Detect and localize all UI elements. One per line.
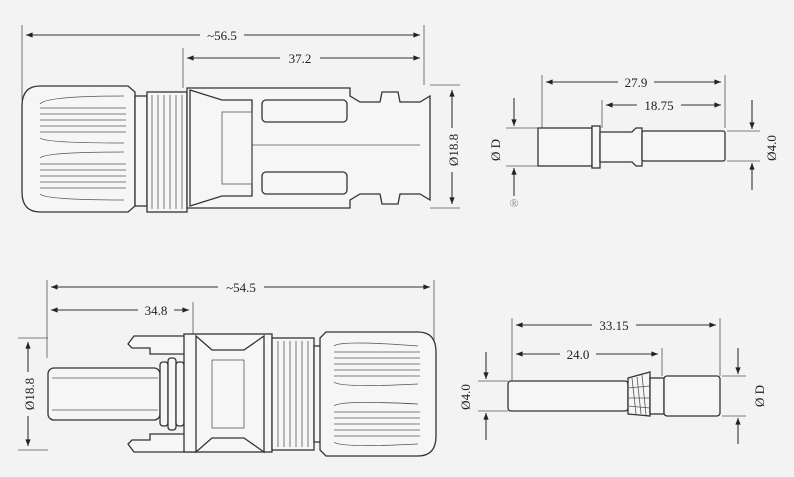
- top-pin-right-diameter: Ø4.0: [764, 135, 779, 161]
- bottom-pin: 33.15 24.0 Ø4.0 Ø D: [458, 317, 767, 444]
- top-body-dimension: 37.2: [187, 50, 421, 66]
- bottom-front-dimension: 34.8: [51, 302, 189, 318]
- bottom-pin-barrel: [663, 375, 721, 417]
- bottom-front-length: 34.8: [145, 303, 168, 318]
- bottom-latch-lower: [127, 433, 197, 453]
- bottom-thread: [271, 337, 315, 451]
- top-pin-length: 27.9: [625, 75, 648, 90]
- top-pin-tip: [641, 130, 726, 162]
- bottom-pin-left-diameter: Ø4.0: [458, 384, 473, 410]
- bottom-pin-length-dimension: 33.15: [516, 317, 716, 333]
- top-window-upper: [261, 99, 348, 123]
- bottom-tube: [47, 367, 161, 421]
- top-body-length: 37.2: [289, 51, 312, 66]
- bottom-diameter: Ø18.8: [22, 378, 37, 410]
- bottom-latch-upper: [127, 335, 197, 355]
- top-nut: [21, 85, 136, 213]
- top-pin-barrel: [537, 127, 593, 167]
- bottom-pin-front-length: 24.0: [567, 347, 590, 362]
- bottom-nut: [319, 331, 437, 457]
- top-overall-length: ~56.5: [207, 28, 237, 43]
- top-neck: [134, 95, 148, 207]
- bottom-connector: ~54.5 34.8 Ø18.8: [18, 279, 437, 457]
- top-diameter-dimension: Ø18.8: [445, 90, 461, 204]
- top-window-lower: [261, 171, 348, 195]
- top-cone: [189, 89, 253, 207]
- top-pin-tip-dimension: 18.75: [606, 97, 721, 113]
- bottom-pin-front-dimension: 24.0: [516, 346, 658, 362]
- top-pin-left-diameter: Ø D: [488, 139, 503, 161]
- bottom-pin-shaft: [507, 380, 629, 412]
- bottom-pin-right-diameter: Ø D: [752, 385, 767, 407]
- bottom-diameter-dimension: Ø18.8: [21, 341, 37, 447]
- top-pin-tip-length: 18.75: [644, 98, 673, 113]
- registered-mark: ®: [509, 196, 518, 210]
- top-thread: [146, 91, 188, 213]
- top-connector: ~56.5 37.2 Ø18.8: [21, 25, 461, 213]
- top-overall-dimension: ~56.5: [26, 27, 421, 43]
- bottom-overall-dimension: ~54.5: [51, 279, 431, 295]
- bottom-overall-length: ~54.5: [226, 280, 256, 295]
- top-diameter: Ø18.8: [446, 134, 461, 166]
- top-pin: 27.9 18.75 Ø D Ø4.0 ®: [488, 74, 779, 210]
- top-pin-length-dimension: 27.9: [546, 74, 721, 90]
- bottom-pin-length: 33.15: [599, 318, 628, 333]
